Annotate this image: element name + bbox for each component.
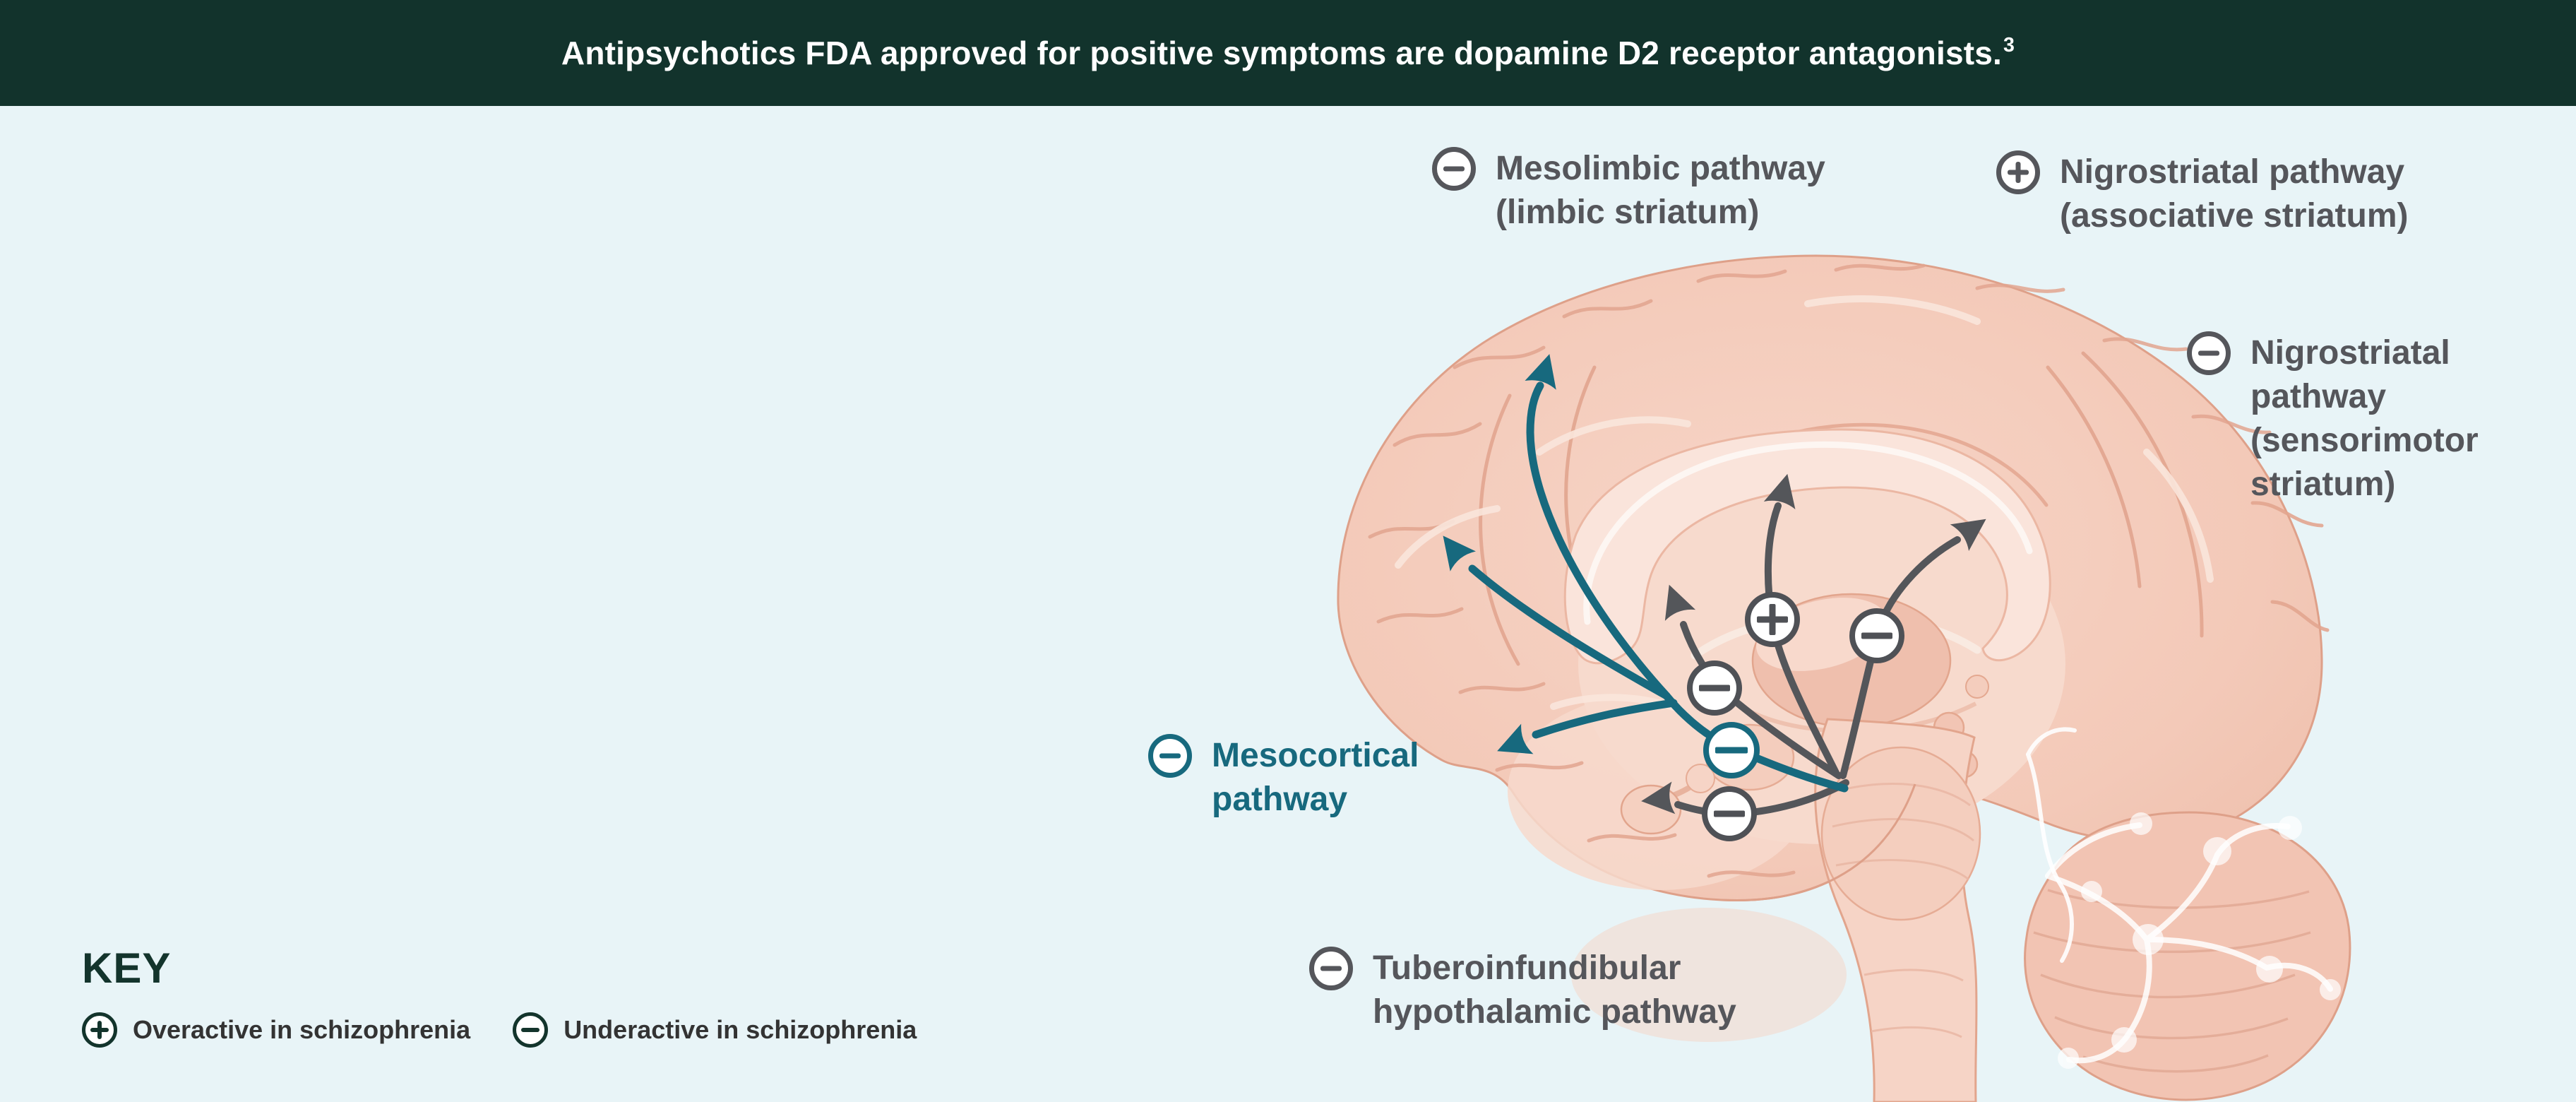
reference-superscript: 3 <box>2003 34 2015 57</box>
pathway-label-line: (associative striatum) <box>2060 197 2409 235</box>
key-item-overactive: Overactive in schizophrenia <box>82 1012 470 1048</box>
minus-icon <box>2187 331 2231 375</box>
banner-title-text: Antipsychotics FDA approved for positive… <box>561 35 2003 71</box>
pathway-label-line: Mesolimbic pathway <box>1496 150 1825 187</box>
pituitary <box>1620 764 1715 835</box>
minus-icon <box>1148 734 1192 778</box>
cerebellum <box>2024 811 2351 1101</box>
key-item-label: Overactive in schizophrenia <box>133 1015 471 1044</box>
label-nigrostriatal-sensorimotor-pathway: Nigrostriatal pathway (sensorimotor stri… <box>2187 331 2479 506</box>
fourth-ventricle <box>2026 727 2077 963</box>
minus-icon <box>513 1012 549 1048</box>
pathway-label-line: hypothalamic pathway <box>1373 993 1736 1031</box>
parahippocampal-region <box>1571 908 1847 1042</box>
temporal-edge <box>1721 783 1916 902</box>
marker-minus-mesolimbic <box>1687 660 1742 716</box>
pathway-label-line: (limbic striatum) <box>1496 194 1760 231</box>
banner: Antipsychotics FDA approved for positive… <box>0 0 2576 106</box>
marker-plus-nigrostriatal-associative <box>1745 592 1800 647</box>
pathway-label-line: striatum) <box>2250 466 2396 503</box>
label-mesolimbic-pathway: Mesolimbic pathway (limbic striatum) <box>1432 147 1825 235</box>
mesocortical-pathway-arrows <box>1468 381 1849 793</box>
pathway-label-line: Nigrostriatal <box>2250 334 2450 372</box>
minus-icon <box>1861 632 1892 639</box>
label-nigrostriatal-associative-pathway: Nigrostriatal pathway (associative stria… <box>1996 150 2409 238</box>
minus-icon <box>1715 747 1748 754</box>
arbor-vitae-leaves <box>2058 812 2341 1069</box>
brain-markers <box>1687 592 1904 841</box>
pathway-label-line: Nigrostriatal pathway <box>2060 153 2405 191</box>
cerebellum-foliation <box>2033 889 2311 1073</box>
plus-icon <box>1996 150 2040 194</box>
label-tuberoinfundibular-pathway: Tuberoinfundibular hypothalamic pathway <box>1309 947 1736 1034</box>
cortex-highlights <box>1395 295 2214 713</box>
marker-minus-nigrostriatal-sensorimotor <box>1849 608 1904 663</box>
key-item-underactive: Underactive in schizophrenia <box>513 1012 917 1048</box>
corpus-callosum <box>1563 428 2051 665</box>
minus-icon <box>1309 947 1353 990</box>
pathway-label-line: (sensorimotor <box>2250 422 2479 459</box>
label-mesocortical-pathway: Mesocortical pathway <box>1148 734 1419 822</box>
minus-icon <box>1699 685 1730 692</box>
key-item-label: Underactive in schizophrenia <box>564 1015 917 1044</box>
minus-icon <box>1714 810 1745 817</box>
pathway-label-line: pathway <box>1212 781 1348 818</box>
pathway-label-line: pathway <box>2250 378 2387 415</box>
plus-icon <box>82 1012 117 1048</box>
marker-minus-mesocortical <box>1703 722 1760 778</box>
brainstem <box>1721 718 1981 1102</box>
marker-minus-tuberoinfundibular <box>1702 786 1757 841</box>
pathway-label-line: Mesocortical <box>1212 737 1419 774</box>
key-legend: KEY Overactive in schizophrenia Underact… <box>82 944 917 1048</box>
banner-title: Antipsychotics FDA approved for positive… <box>561 34 2015 72</box>
key-heading: KEY <box>82 944 172 992</box>
minus-icon <box>1432 147 1476 191</box>
pathway-label-line: Tuberoinfundibular <box>1373 949 1681 987</box>
